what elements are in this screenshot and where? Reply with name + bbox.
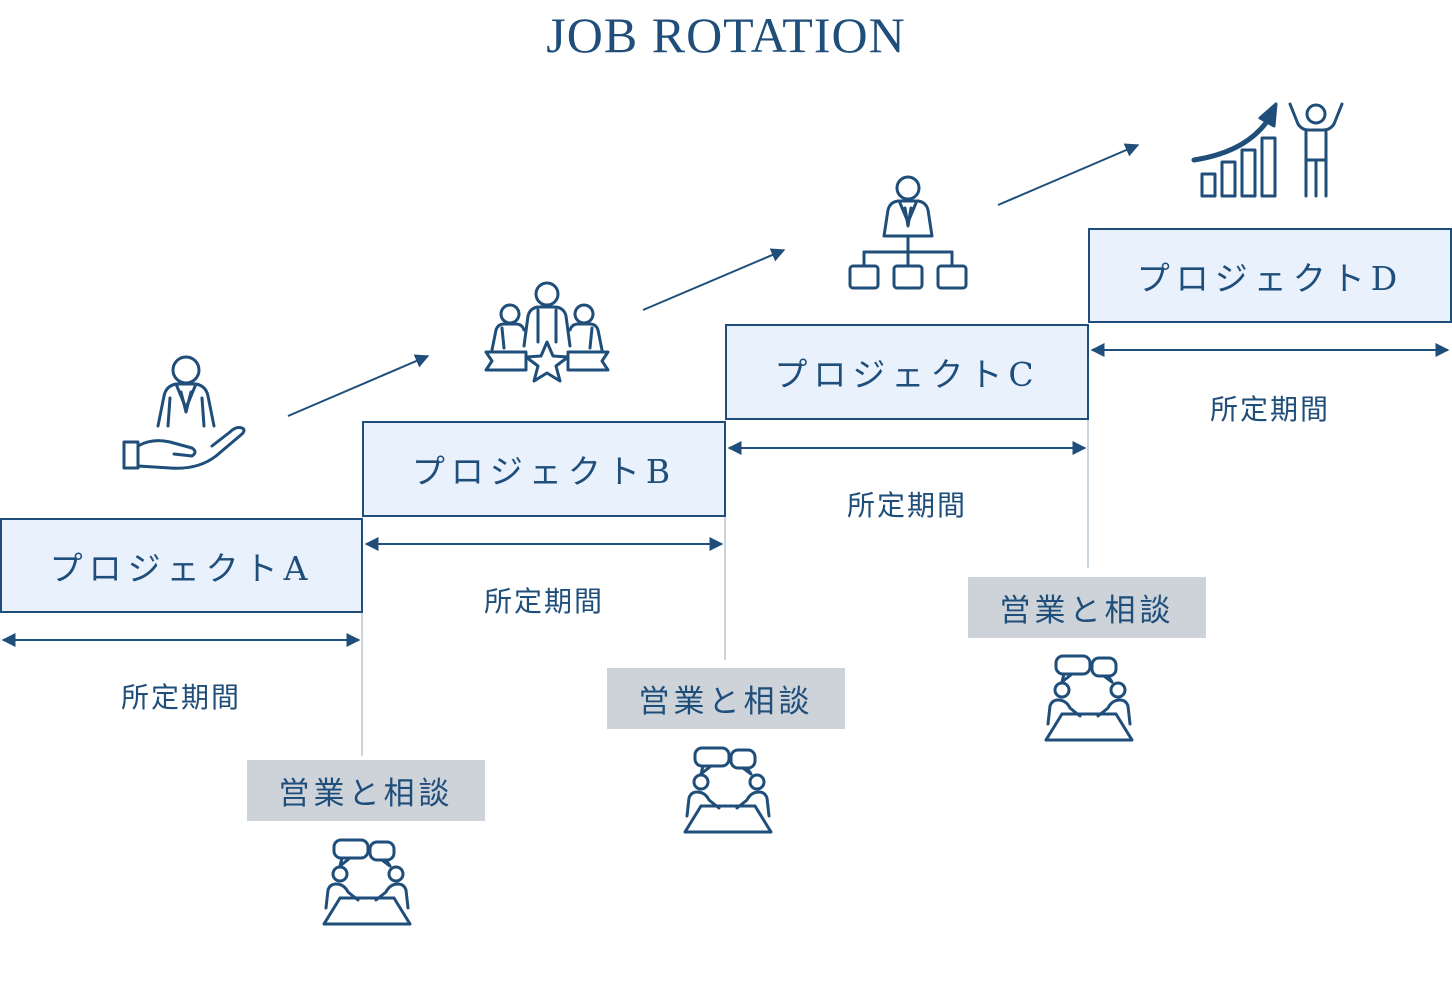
person-in-hand-icon	[118, 352, 250, 480]
consultation-label-3: 営業と相談	[968, 577, 1206, 638]
period-label-d: 所定期間	[1209, 393, 1330, 426]
progress-arrow-1	[287, 354, 430, 417]
consultation-label-1: 営業と相談	[247, 760, 485, 821]
progress-arrow-3	[997, 143, 1140, 206]
meeting-discussion-icon	[679, 744, 775, 836]
period-label-c: 所定期間	[846, 489, 967, 522]
project-b-box: プロジェクトB	[362, 421, 726, 517]
growth-chart-celebration-icon	[1190, 96, 1352, 204]
project-d-box: プロジェクトD	[1088, 228, 1452, 323]
period-label-a: 所定期間	[120, 681, 241, 714]
project-c-box: プロジェクトC	[725, 324, 1089, 420]
period-label-b: 所定期間	[483, 585, 604, 618]
org-chart-leader-icon	[844, 174, 972, 298]
meeting-discussion-icon	[1040, 652, 1136, 744]
page-title: JOB ROTATION	[546, 7, 906, 63]
progress-arrow-2	[642, 248, 786, 311]
consultation-label-2: 営業と相談	[607, 668, 845, 729]
meeting-discussion-icon	[318, 836, 414, 928]
project-a-box: プロジェクトA	[0, 518, 363, 613]
team-star-icon	[478, 280, 616, 388]
